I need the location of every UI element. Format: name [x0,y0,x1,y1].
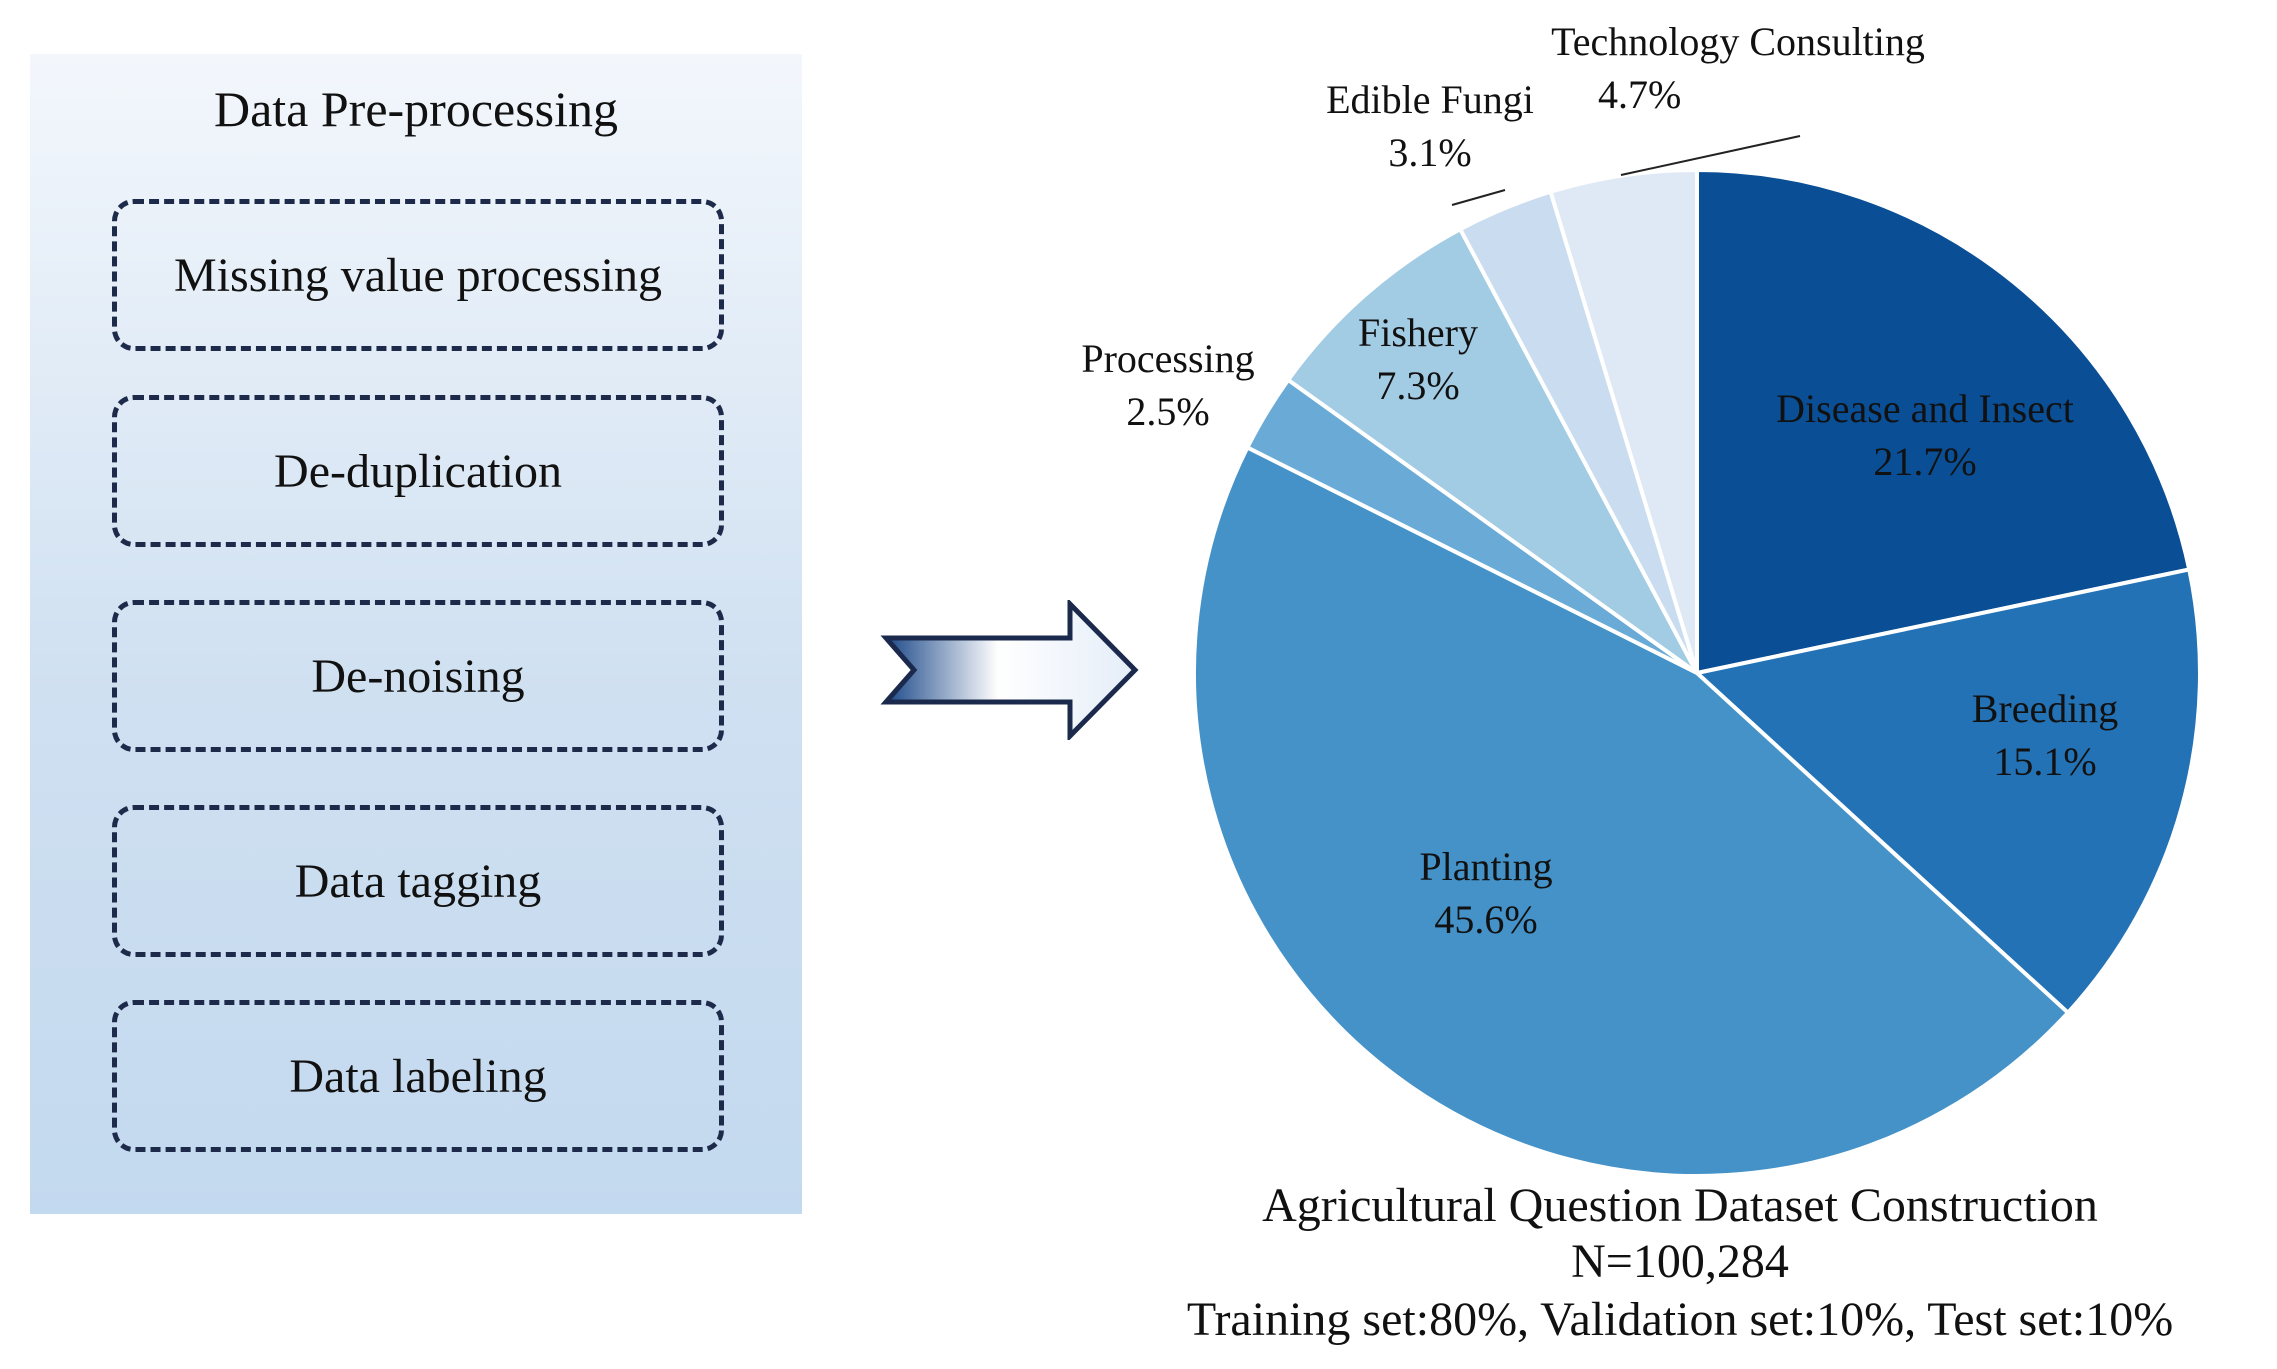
pie-label-breeding: Breeding [1972,686,2119,731]
pie-label-planting: Planting [1419,844,1552,889]
pie-label-edible-fungi: Edible Fungi [1326,77,1534,122]
step-missing-value: Missing value processing [112,199,724,351]
pie-label-technology-consulting-pct: 4.7% [1598,72,1681,117]
right-arrow-icon [880,600,1139,740]
chart-caption-split: Training set:80%, Validation set:10%, Te… [1186,1293,2174,1346]
step-de-duplication: De-duplication [112,395,724,547]
chart-caption-title: Agricultural Question Dataset Constructi… [1262,1179,2098,1232]
leader-line-edible-fungi [1451,189,1506,206]
pie-label-disease-and-insect: Disease and Insect [1776,386,2074,431]
pie-label-processing: Processing [1081,336,1254,381]
pie-label-disease-and-insect-pct: 21.7% [1873,439,1976,484]
pie-label-edible-fungi-pct: 3.1% [1388,130,1471,175]
preprocessing-panel: Data Pre-processing Missing value proces… [30,54,802,1214]
pie-slice-planting [1192,444,2071,1178]
step-de-noising: De-noising [112,600,724,752]
pie-label-breeding-pct: 15.1% [1993,739,2096,784]
pie-label-planting-pct: 45.6% [1434,897,1537,942]
pie-label-fishery-pct: 7.3% [1376,363,1459,408]
pie-slice-breeding [1692,567,2202,1016]
step-data-labeling: Data labeling [112,1000,724,1152]
step-data-tagging: Data tagging [112,805,724,957]
pie-slice-disease-and-insect [1695,167,2192,676]
pie-label-technology-consulting: Technology Consulting [1551,19,1925,64]
pie-slice-fishery [1285,226,1699,675]
panel-title: Data Pre-processing [213,81,619,137]
pie-label-processing-pct: 2.5% [1126,389,1209,434]
chart-caption-n: N=100,284 [1571,1235,1789,1288]
pie-label-fishery: Fishery [1358,310,1478,355]
leader-line-technology-consulting [1620,135,1801,176]
